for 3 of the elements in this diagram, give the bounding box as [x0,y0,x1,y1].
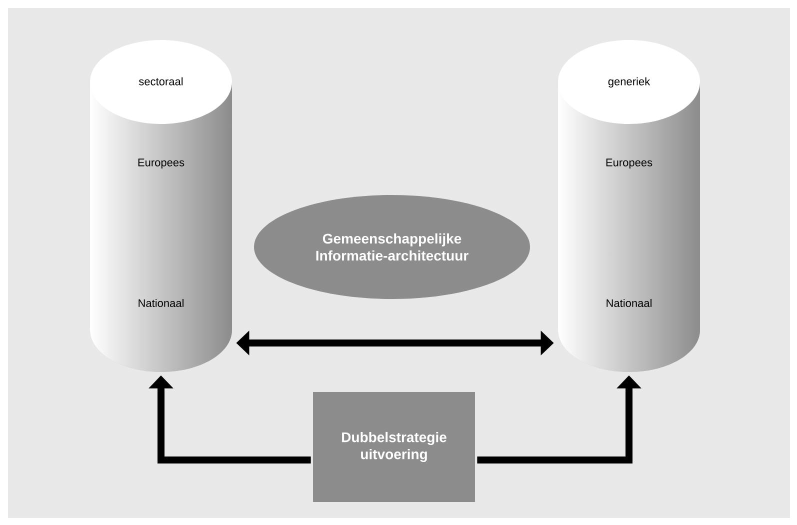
process-box: Dubbelstrategie uitvoering [313,392,475,502]
level-label: Nationaal [606,298,652,308]
level-label: Nationaal [138,298,184,308]
